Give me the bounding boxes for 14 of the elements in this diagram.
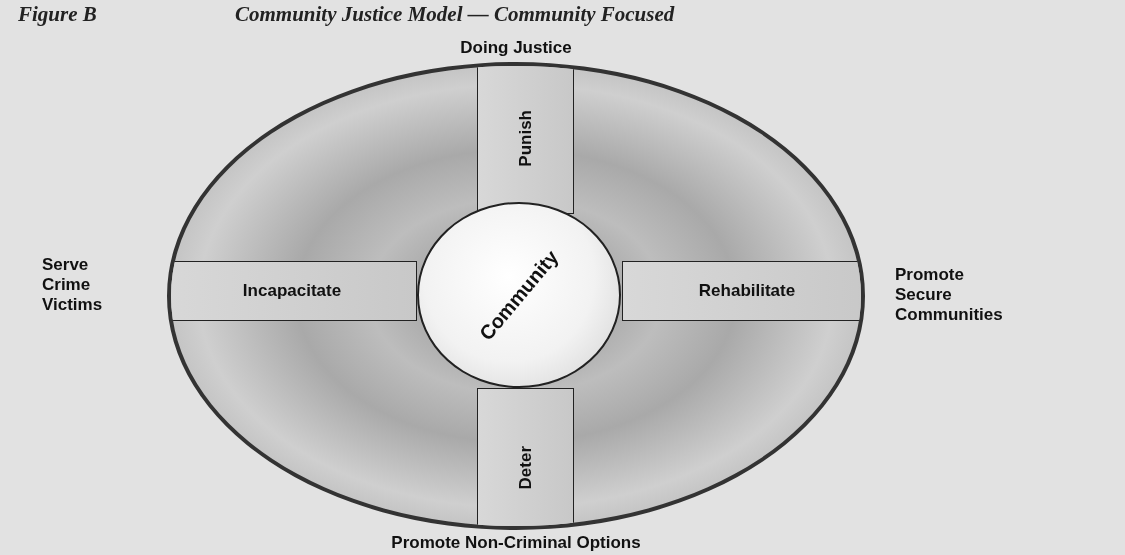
approach-label: Rehabilitate <box>698 281 796 301</box>
outcome-label: Promote Non-Criminal Options <box>390 533 642 553</box>
approach-label: Incapacitate <box>242 281 342 301</box>
outcome-label: Serve Crime Victims <box>42 255 104 315</box>
figure-label: Figure B <box>18 2 97 26</box>
band-segment <box>477 66 574 214</box>
band-segment <box>622 261 861 321</box>
outcome-label: Promote Secure Communities <box>895 265 1004 325</box>
approach-label: Punish <box>515 109 536 167</box>
approach-label: Deter <box>515 446 536 490</box>
band-segment <box>171 261 417 321</box>
outcome-label: Doing Justice <box>459 38 573 58</box>
band-segment <box>477 388 574 526</box>
diagram-title: Community Justice Model — Community Focused <box>235 2 675 27</box>
